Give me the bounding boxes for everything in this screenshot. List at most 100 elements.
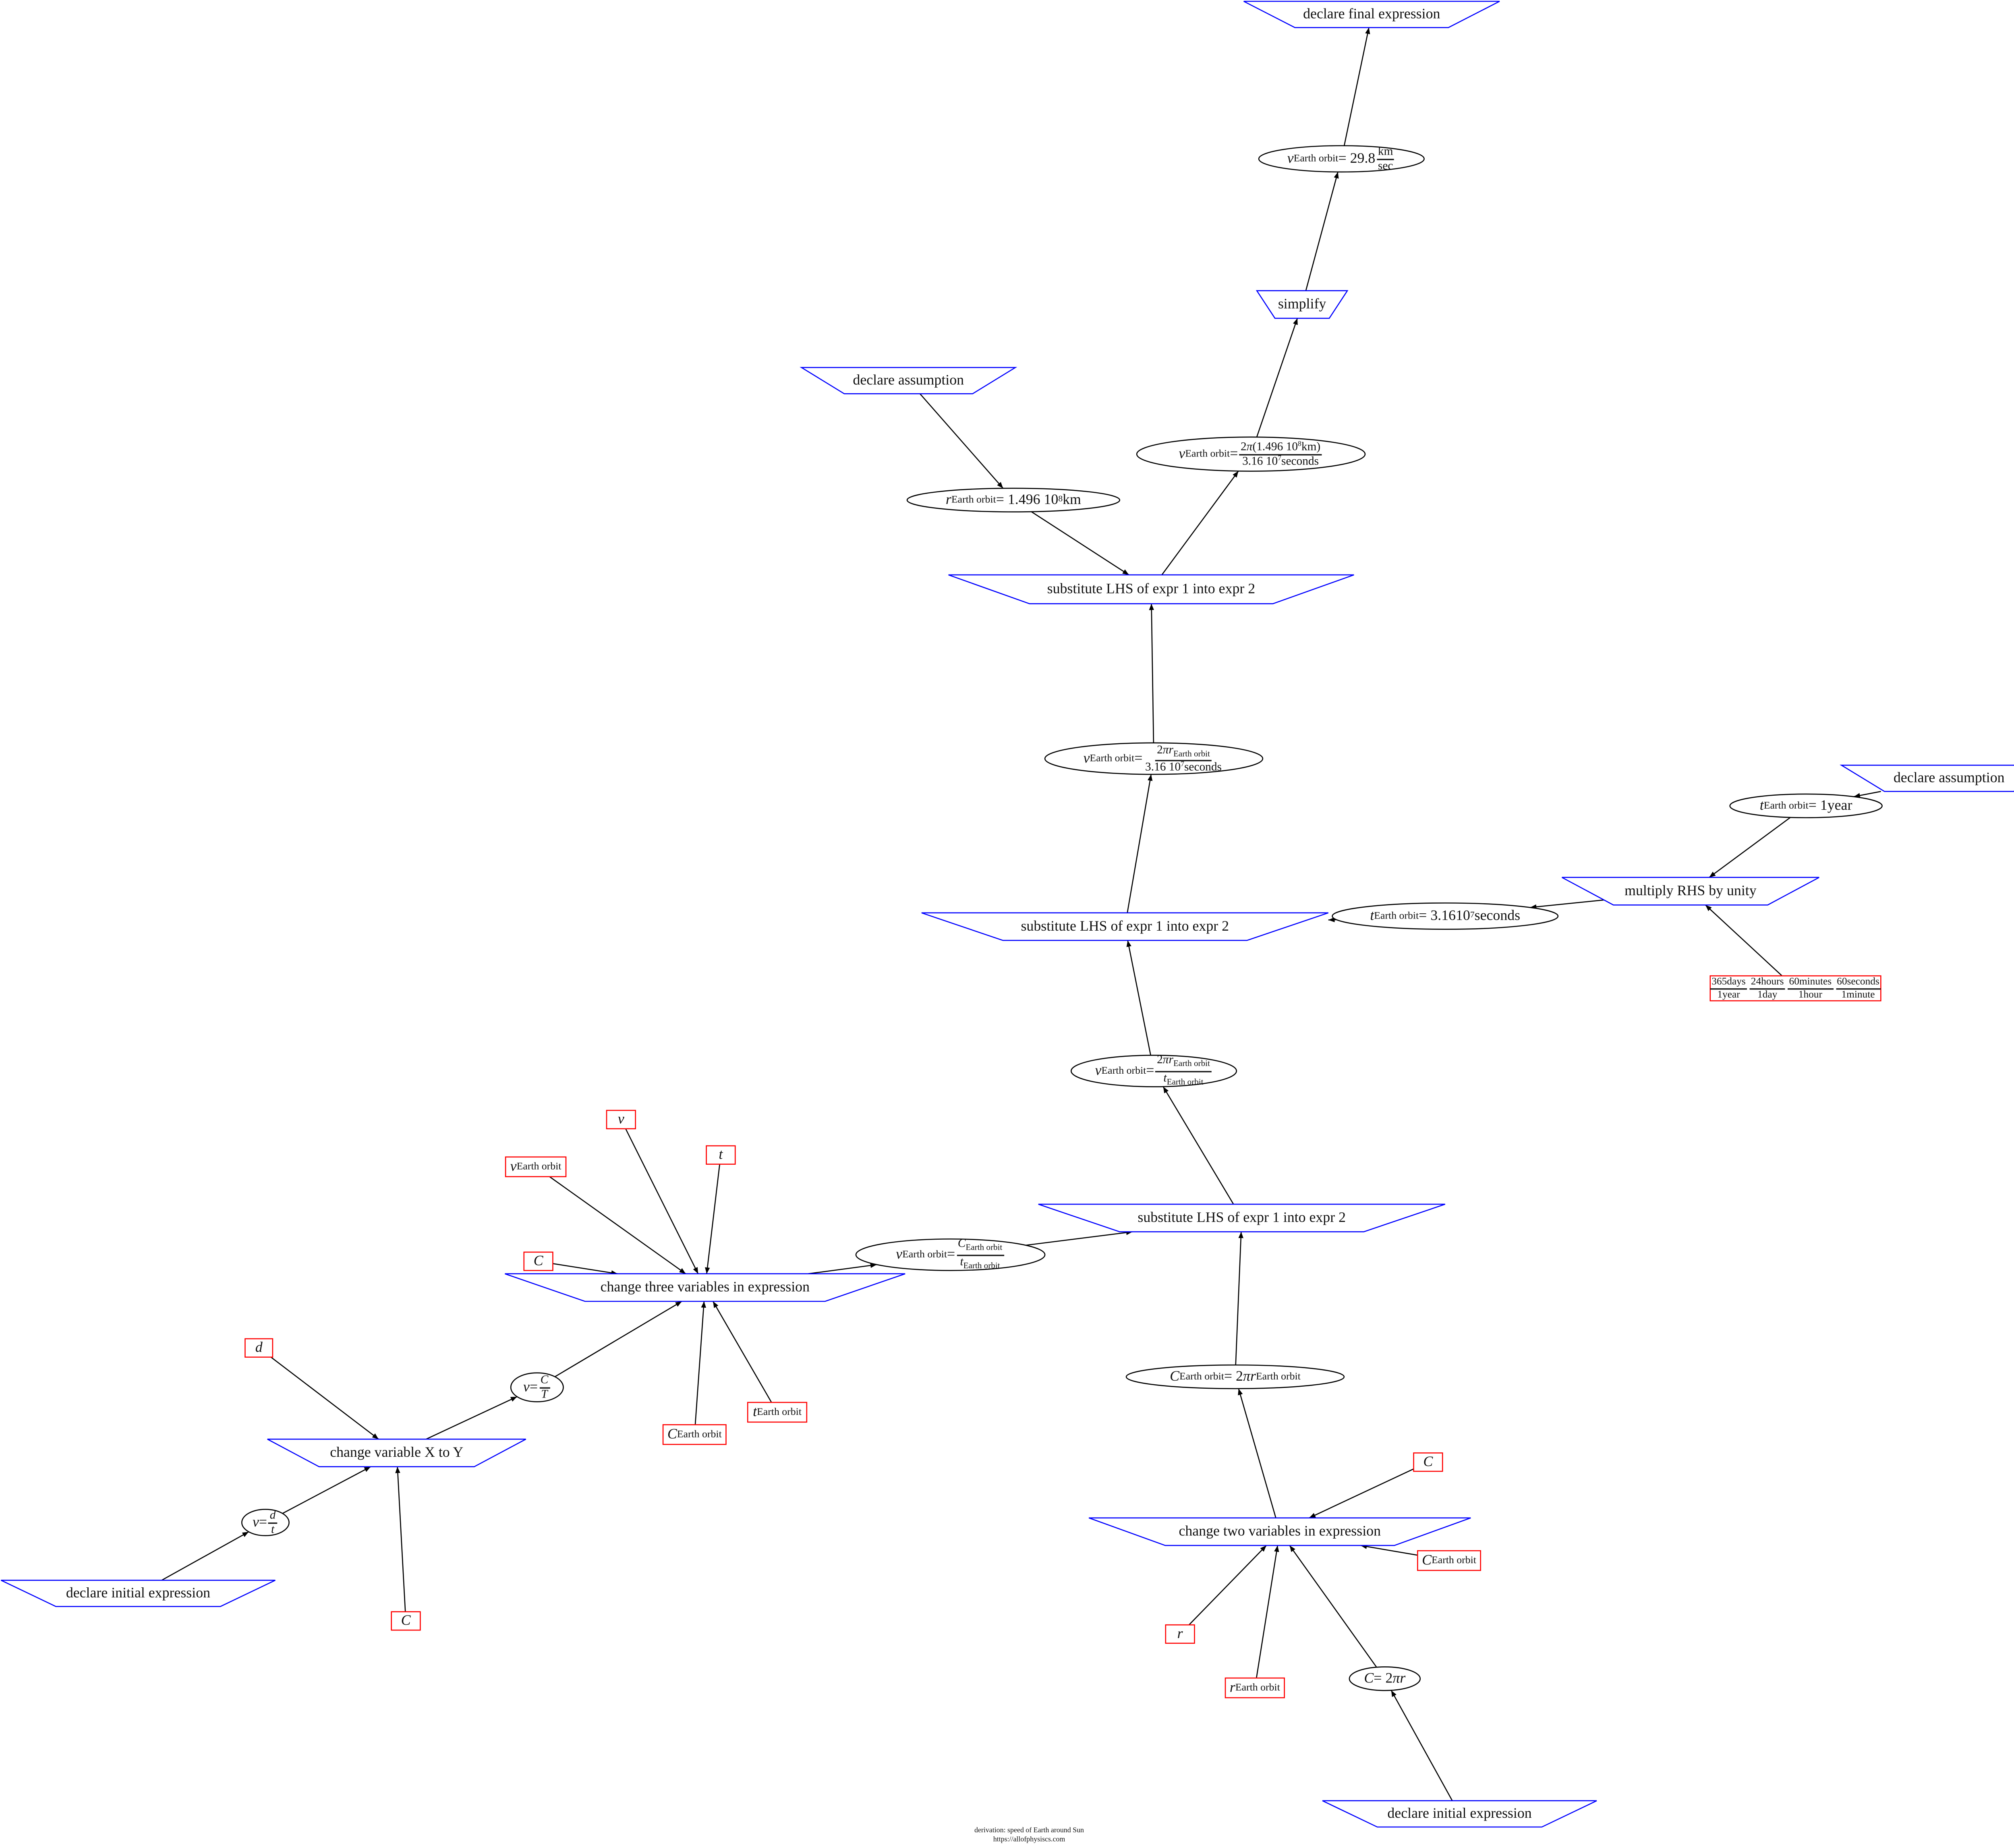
symbol-node-s4[interactable]: C [485, 1251, 592, 1271]
edge-arrow-e8-to-t8 [1026, 1230, 1133, 1246]
box-shape [662, 1424, 727, 1445]
node-label-container: substitute LHS of expr 1 into expr 2 [1021, 919, 1229, 933]
inference-node-t3[interactable]: declare assumption [762, 367, 1055, 394]
inference-node-t13[interactable]: declare initial expression [1283, 1800, 1636, 1828]
edge-arrow-s8-to-t10 [395, 1466, 406, 1612]
label-text: = [947, 1246, 955, 1262]
symbol-node-s8[interactable]: C [352, 1611, 460, 1631]
label-text: = 1.496 10 [996, 492, 1059, 508]
node-label-container: multiply RHS by unity [1624, 884, 1757, 898]
node-label-container: substitute LHS of expr 1 into expr 2 [1138, 1209, 1346, 1226]
inference-node-t5[interactable]: declare assumption [1802, 765, 2014, 792]
edge-arrow-e9-to-t9 [554, 1301, 682, 1377]
label-text: 2 [1240, 440, 1247, 453]
inference-node-t10[interactable]: change variable X to Y [228, 1438, 565, 1467]
label-text: declare initial expression [1387, 1805, 1532, 1821]
expression-node-e10[interactable]: v = dt [203, 1509, 329, 1536]
inference-node-t4[interactable]: substitute LHS of expr 1 into expr 2 [909, 574, 1393, 604]
edge-arrow-s1-to-t9 [625, 1128, 699, 1274]
trapezoid-shape [1839, 765, 2014, 792]
subscript: Earth orbit [963, 1261, 1000, 1270]
edge-arrow-s13-to-t6 [1705, 904, 1782, 977]
node-label-container: C [1423, 1454, 1433, 1469]
math-symbol: t [719, 1146, 723, 1162]
edge-arrow-s5-to-t10 [270, 1356, 379, 1440]
label-text: substitute LHS of expr 1 into expr 2 [1138, 1209, 1346, 1226]
box-shape [1225, 1677, 1285, 1699]
symbol-node-s11[interactable]: r [1126, 1624, 1234, 1644]
symbol-node-s5[interactable]: d [206, 1338, 312, 1358]
inference-node-t1[interactable]: declare final expression [1204, 0, 1539, 28]
subscript: Earth orbit [1294, 153, 1339, 164]
expression-node-e9[interactable]: v = CT [471, 1372, 603, 1402]
inference-node-t7[interactable]: substitute LHS of expr 1 into expr 2 [882, 912, 1368, 941]
numerator: 365days [1710, 976, 1747, 989]
box-shape [1165, 1624, 1195, 1644]
math-symbol: t [1370, 907, 1374, 923]
subscript: Earth orbit [1374, 911, 1419, 921]
symbol-node-s1[interactable]: v [567, 1110, 675, 1130]
math-symbol: d [255, 1339, 263, 1355]
label-text: Earth orbit [966, 1244, 1003, 1253]
inference-node-t9[interactable]: change three variables in expression [466, 1273, 945, 1302]
label-text: 2 [1157, 743, 1163, 756]
edge-arrow-t5-to-e5 [1853, 791, 1881, 798]
label-text: Earth orbit [516, 1160, 562, 1172]
subscript: Earth orbit [517, 1161, 562, 1172]
subscript: Earth orbit [1256, 1371, 1301, 1382]
inference-node-t2[interactable]: simplify [1217, 290, 1386, 319]
edge-arrow-t9-to-e8 [808, 1263, 877, 1274]
label-text: declare assumption [853, 372, 964, 388]
node-label-container: declare assumption [1894, 770, 2005, 785]
label-text: = 1year [1808, 797, 1852, 813]
symbol-node-s3[interactable]: t [667, 1145, 775, 1165]
inference-node-t8[interactable]: substitute LHS of expr 1 into expr 2 [999, 1203, 1484, 1232]
inference-node-t12[interactable]: change two variables in expression [1049, 1517, 1510, 1546]
label-text: = [529, 1379, 538, 1395]
subscript: Earth orbit [1090, 753, 1134, 764]
inference-node-t11[interactable]: declare initial expression [0, 1580, 315, 1607]
node-label-container: v = CT [523, 1373, 550, 1400]
box-shape [523, 1251, 553, 1271]
edge-arrow-e7-to-t7 [1126, 940, 1151, 1056]
inference-node-t6[interactable]: multiply RHS by unity [1523, 877, 1859, 906]
footer-url[interactable]: https://allofphysiscs.com [993, 1835, 1065, 1843]
subscript: Earth orbit [757, 1406, 802, 1417]
label-text: Earth orbit [1173, 749, 1210, 759]
symbol-node-s9[interactable]: C [1374, 1452, 1482, 1472]
math-symbol: C [1422, 1552, 1432, 1568]
node-label: declare initial expression [0, 1580, 315, 1606]
symbol-node-s13[interactable]: 365days1year24hours1day60minutes1hour60s… [1671, 975, 1920, 1002]
edge-arrow-e5-to-t6 [1709, 817, 1791, 878]
node-label-container: declare initial expression [0, 1580, 315, 1606]
label-text: 1year [1717, 987, 1740, 1000]
subscript: Earth orbit [1173, 1060, 1210, 1069]
math-symbol: C [533, 1253, 543, 1269]
label-text: Earth orbit [1235, 1681, 1280, 1693]
